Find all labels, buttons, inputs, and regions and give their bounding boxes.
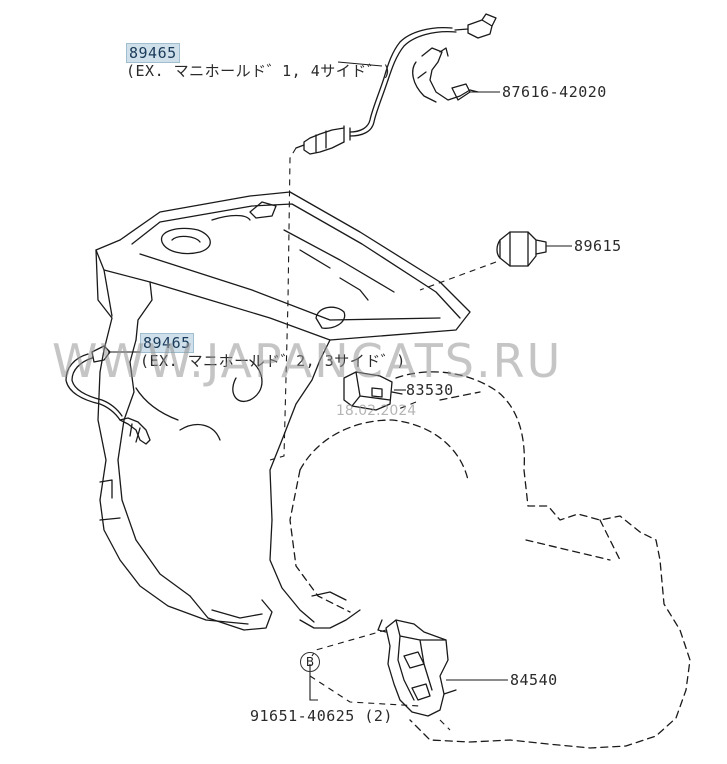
knock-sensor-drawing [496,231,547,267]
part-number-91651-40625[interactable]: 91651-40625 (2) [250,707,393,725]
part-number-87616-42020[interactable]: 87616-42020 [502,83,607,101]
watermark-date: 18.02.2024 [336,403,417,419]
assembly-lines [269,147,497,731]
transmission-outline [289,371,691,749]
part-number-89615[interactable]: 89615 [574,237,622,255]
part-note-lower: (EX. マニホールド゛2, 3サイド゛) [140,352,406,370]
bolt-marker-b: B [300,652,320,672]
oxygen-sensor-lower-drawing [65,345,151,445]
part-number-84540[interactable]: 84540 [510,671,558,689]
bracket-drawing [412,47,479,103]
neutral-switch-drawing [377,619,457,717]
part-number-89465-lower[interactable]: 89465 [140,333,194,353]
part-number-89465-upper[interactable]: 89465 [126,43,180,63]
watermark-text: WWW.JAPANCATS.RU [52,334,563,388]
part-number-83530[interactable]: 83530 [406,381,454,399]
leader-lines [108,61,572,701]
callout-89465-lower: 89465 (EX. マニホールド゛2, 3サイド゛) [140,333,406,370]
callout-89465-upper: 89465 (EX. マニホールド゛1, 4サイド゛) [126,43,392,80]
pressure-switch-drawing [343,371,403,411]
engine-block-drawing [95,191,471,631]
oxygen-sensor-upper-drawing [295,13,497,155]
part-note-upper: (EX. マニホールド゛1, 4サイド゛) [126,62,392,80]
